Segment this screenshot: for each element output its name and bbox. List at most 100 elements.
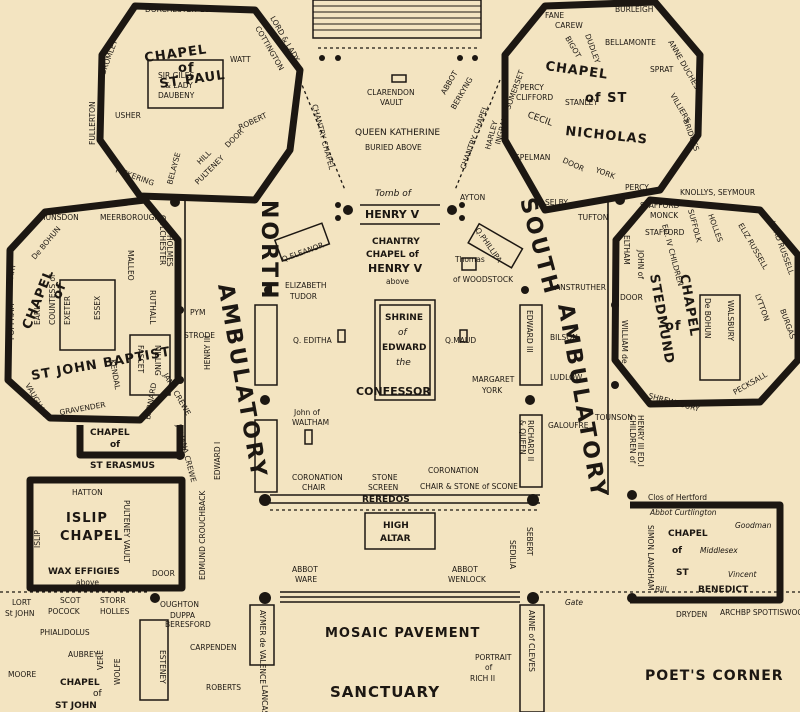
fullerton: FULLERTON: [88, 101, 97, 145]
structure-lines: [0, 0, 800, 604]
elizabeth-tudor-1: ELIZABETH: [285, 281, 327, 290]
area-north: NORTH: [256, 200, 281, 302]
chantry-henry-v-line4: above: [386, 277, 409, 286]
abbot-ware-2: WARE: [295, 575, 317, 584]
carpenden: CARPENDEN: [190, 643, 237, 652]
eltham: ELTHAM: [622, 235, 631, 265]
sprat: SPRAT: [650, 65, 674, 74]
carew: CAREW: [555, 21, 583, 30]
vincent: Vincent: [728, 570, 757, 579]
henry-iii: HENRY III: [203, 336, 212, 370]
monck: MONCK: [650, 211, 679, 220]
islip-hatton: HATTON: [72, 488, 103, 497]
percy: PERCY: [520, 83, 544, 92]
chapel-st-nicholas-line2: of ST: [585, 91, 627, 106]
anstruther: ANSTRUTHER: [555, 283, 606, 292]
duppa: DUPPA: [170, 611, 196, 620]
stafford-stedmund: STAFFORD: [645, 228, 685, 237]
tounson: TOUNSON: [594, 413, 633, 422]
chapel-st-john-lower-line2: of: [93, 689, 103, 699]
vere: VERE: [96, 650, 105, 670]
colchester: COLCHESTER: [158, 215, 167, 265]
islip-pulteney-vault: PULTENEY VAULT: [122, 500, 131, 563]
coronation-chair-stone-2: CHAIR & STONE of SCONE: [420, 482, 518, 491]
archbp: ARCHBP SPOTTISWOOD: [720, 608, 800, 617]
areas: NORTH AMBULATORY SOUTH AMBULATORY MOSAIC…: [212, 195, 784, 701]
clos-hertford: Clos of Hertford: [648, 493, 707, 502]
robert: ROBERT: [237, 111, 269, 132]
shrine-line4: the: [396, 358, 411, 368]
ruthall: RUTHALL: [148, 290, 157, 325]
buried-above: BURIED ABOVE: [365, 143, 422, 152]
high-altar-2: ALTAR: [380, 534, 411, 544]
vault-label: VAULT: [380, 98, 403, 107]
children-1: CHILDREN of: [628, 415, 637, 464]
storr: STORR: [100, 596, 126, 605]
queen-katherine: QUEEN KATHERINE: [355, 128, 440, 138]
and-queen: & QUEEN: [518, 420, 527, 455]
abbot-wenlock-2: WENLOCK: [448, 575, 487, 584]
abbot-curtlington: Abbot Curtlington: [649, 508, 717, 517]
holles-stedmund: HOLLES: [706, 213, 725, 244]
st-nicholas-names: FANE BURLEIGH CAREW BELLAMONTE BIGOT DUD…: [458, 5, 704, 222]
children-2: HENRY III ED.I: [636, 415, 645, 467]
coronation-chair-1: CORONATION: [292, 473, 343, 482]
hunsdon: HUNSDON: [40, 213, 79, 222]
q-eleanor: Q.ELEANOR: [281, 240, 325, 263]
edward-i: EDWARD I: [213, 442, 222, 480]
tomb-boxes: [59, 59, 741, 712]
chapel-st-edmund: CHAPEL of STEDMUND: [646, 273, 702, 365]
chapel-st-paul-line1: CHAPEL: [143, 42, 208, 66]
chapel-st-paul-line2: of: [178, 61, 195, 76]
chantry-chapel-left: CHANTRY CHAPEL: [310, 103, 336, 171]
chapel-islip-line1: ISLIP: [66, 511, 108, 526]
area-poets-corner: POET'S CORNER: [645, 668, 784, 684]
gate: Gate: [565, 598, 583, 607]
chapel-islip-line2: CHAPEL: [60, 529, 123, 544]
burleigh: BURLEIGH: [615, 5, 653, 14]
chapel-st-nicholas-line3: NICHOLAS: [565, 124, 649, 148]
islip-side-label: ISLIP: [33, 530, 42, 548]
galoufre: GALOUFRE: [548, 421, 589, 430]
st-benedict-names: Clos of Hertford Abbot Curtlington Goodm…: [565, 493, 800, 619]
wolfe: WOLFE: [113, 658, 122, 685]
ayton: AYTON: [460, 193, 485, 202]
clifford: CLIFFORD: [516, 93, 553, 102]
anne-of-cleves: ANNE of CLEVES: [527, 610, 536, 672]
chapel-st-benedict-line1: CHAPEL: [668, 529, 708, 539]
goodman: Goodman: [735, 521, 772, 530]
suffolk: SUFFOLK: [686, 208, 704, 244]
stone-screen-2: SCREEN: [368, 483, 398, 492]
usher: USHER: [115, 111, 141, 120]
chapel-st-benedict-line4: BENEDICT: [698, 585, 749, 595]
chapel-st-edmund-line2: of: [665, 319, 682, 334]
dryden: DRYDEN: [676, 610, 707, 619]
bellamonte: BELLAMONTE: [605, 38, 656, 47]
malleo: MALLEO: [126, 250, 135, 281]
portrait-3: RICH II: [470, 674, 495, 683]
strode: STRODE: [184, 331, 215, 340]
st-john-lower: St JOHN: [5, 609, 34, 618]
clarendon-label: CLARENDON: [367, 88, 415, 97]
moore: MOORE: [8, 670, 36, 679]
dorchester: DORCHESTER: [145, 5, 196, 14]
knollys: KNOLLYS, SEYMOUR: [680, 188, 755, 197]
fane: FANE: [545, 11, 564, 20]
esteney: ESTENEY: [158, 650, 167, 684]
gravender: GRAVENDER: [59, 400, 106, 417]
chapel-st-erasmus-line1: CHAPEL: [90, 428, 130, 438]
chapel-st-benedict-line2: of: [672, 546, 682, 556]
oughton: OUGHTON: [160, 600, 199, 609]
mary: MARY: [5, 263, 18, 286]
earl-1: EARL: [33, 305, 42, 325]
john-waltham-2: WALTHAM: [292, 418, 329, 427]
cecil: CECIL: [526, 110, 554, 128]
shrine-line2: of: [398, 328, 409, 338]
aubrey: AUBREY: [68, 650, 99, 659]
percy-2: PERCY: [625, 183, 649, 192]
sir-giles-2: & LADY: [165, 81, 193, 90]
shrine-line5: CONFESSOR: [356, 385, 431, 398]
lort: LORT: [12, 598, 31, 607]
door-stnicholas: DOOR: [561, 156, 585, 174]
